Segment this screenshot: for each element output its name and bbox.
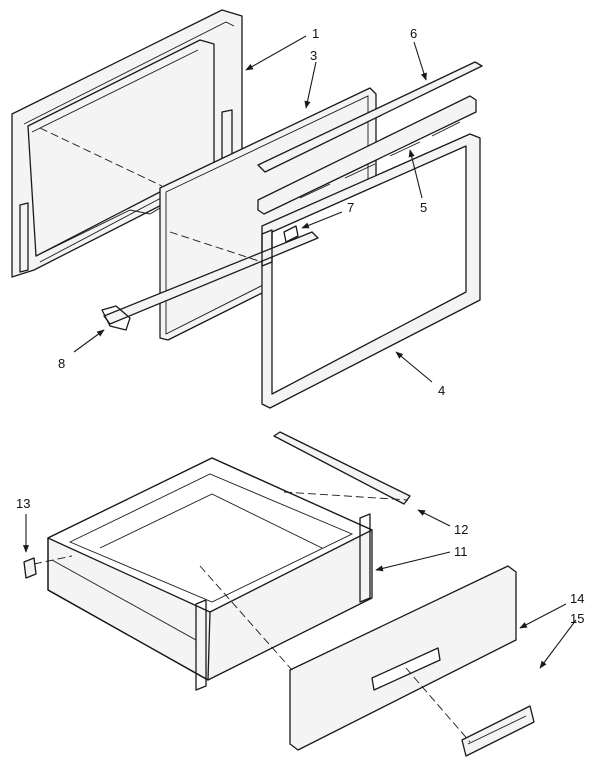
upper-alignment-lines — [39, 127, 263, 263]
callout-8: 8 — [58, 356, 65, 371]
part-5-vent-bar — [257, 95, 477, 215]
callout-6: 6 — [410, 26, 417, 41]
callout-3: 3 — [310, 48, 317, 63]
callout-12: 12 — [454, 522, 468, 537]
callout-13: 13 — [16, 496, 30, 511]
callout-7: 7 — [347, 200, 354, 215]
part-15-drawer-handle — [461, 705, 535, 757]
callout-5: 5 — [420, 200, 427, 215]
part-13-clip — [23, 557, 37, 579]
part-4-glass-frame — [261, 133, 481, 409]
part-14-drawer-front — [289, 565, 517, 751]
part-1-door-frame — [11, 9, 243, 278]
part-12-drawer-rail — [273, 431, 411, 505]
callout-15: 15 — [570, 611, 584, 626]
callout-11: 11 — [454, 544, 468, 559]
part-7-clip — [283, 225, 299, 243]
callout-1: 1 — [312, 26, 319, 41]
lower-alignment-lines — [33, 491, 471, 743]
callout-14: 14 — [570, 591, 584, 606]
part-6-trim-strip — [257, 61, 483, 173]
part-8-handle-bar — [101, 229, 319, 331]
part-11-drawer-body — [47, 457, 373, 691]
callout-4: 4 — [438, 383, 445, 398]
leader-lines — [22, 35, 577, 669]
callout-labels: 1 3 6 5 7 8 4 13 12 11 14 15 — [16, 26, 584, 626]
